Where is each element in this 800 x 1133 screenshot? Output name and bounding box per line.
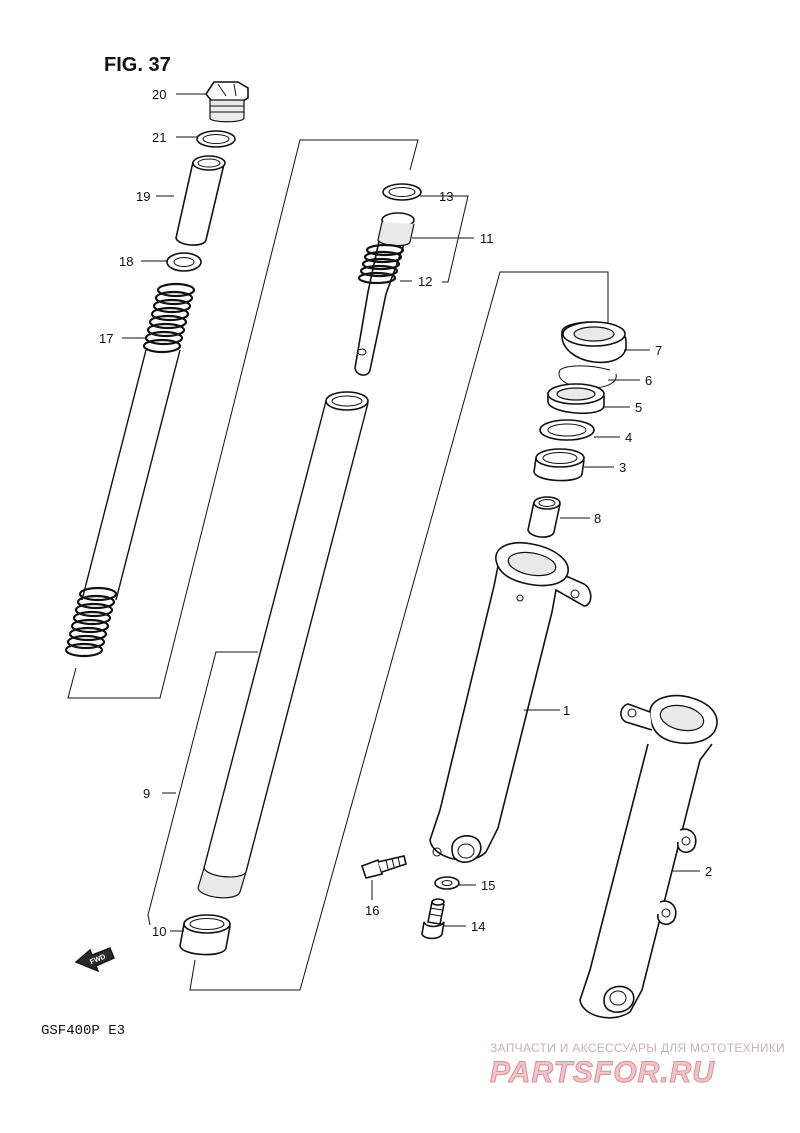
watermark: ЗАПЧАСТИ И АКСЕССУАРЫ ДЛЯ МОТОТЕХНИКИ PA…: [490, 1041, 785, 1090]
part-9-inner-tube: [197, 391, 369, 899]
part-11-damper-rod: [354, 212, 415, 376]
label-part-9: 9: [143, 786, 150, 801]
part-13-ring: [382, 183, 422, 201]
label-part-18: 18: [119, 254, 133, 269]
part-21-o-ring: [196, 130, 236, 148]
label-part-19: 19: [136, 189, 150, 204]
label-part-5: 5: [635, 400, 642, 415]
fwd-direction-arrow: FWD: [74, 947, 115, 973]
part-17-fork-spring: [64, 282, 196, 658]
watermark-tagline: ЗАПЧАСТИ И АКСЕССУАРЫ ДЛЯ МОТОТЕХНИКИ: [490, 1041, 785, 1055]
part-4-washer: [539, 419, 595, 441]
part-number-labels: 20 21 19 18 17 13 11 12 7 6 5 4 3 8 1 9 …: [99, 87, 712, 939]
label-part-2: 2: [705, 864, 712, 879]
label-part-12: 12: [418, 274, 432, 289]
label-part-14: 14: [471, 919, 485, 934]
part-19-spacer: [175, 155, 226, 246]
assembly-boundary-lines: [67, 139, 609, 991]
label-part-4: 4: [625, 430, 632, 445]
label-part-10: 10: [152, 924, 166, 939]
label-part-17: 17: [99, 331, 113, 346]
part-2-outer-tube: [579, 694, 718, 1019]
label-part-1: 1: [563, 703, 570, 718]
label-part-11: 11: [480, 231, 494, 246]
label-part-8: 8: [594, 511, 601, 526]
label-part-21: 21: [152, 130, 166, 145]
watermark-logo: PARTSFOR.RU: [490, 1056, 715, 1089]
part-20-cap-bolt: [205, 81, 249, 123]
label-part-6: 6: [645, 373, 652, 388]
part-3-guide-bush: [533, 448, 585, 482]
spring-upper-coils: [142, 282, 196, 354]
part-12-rebound-spring: [357, 243, 405, 285]
part-1-outer-tube: [429, 542, 592, 863]
part-8-oil-lock-piece: [527, 496, 561, 538]
part-10-guide-bush: [179, 914, 231, 956]
label-part-3: 3: [619, 460, 626, 475]
label-part-13: 13: [439, 189, 453, 204]
part-14-bolt: [421, 898, 445, 940]
part-15-washer: [434, 876, 460, 890]
leader-lines: [122, 93, 700, 932]
model-code: GSF400P E3: [41, 1023, 125, 1039]
label-part-16: 16: [365, 903, 379, 918]
label-part-7: 7: [655, 343, 662, 358]
part-7-dust-seal: [561, 321, 627, 364]
label-part-15: 15: [481, 878, 495, 893]
label-part-20: 20: [152, 87, 166, 102]
part-5-oil-seal: [547, 383, 605, 415]
figure-title: FIG. 37: [104, 54, 171, 76]
spring-lower-coils: [64, 586, 118, 658]
part-16-bolt: [360, 855, 407, 879]
part-18-washer: [166, 252, 202, 272]
